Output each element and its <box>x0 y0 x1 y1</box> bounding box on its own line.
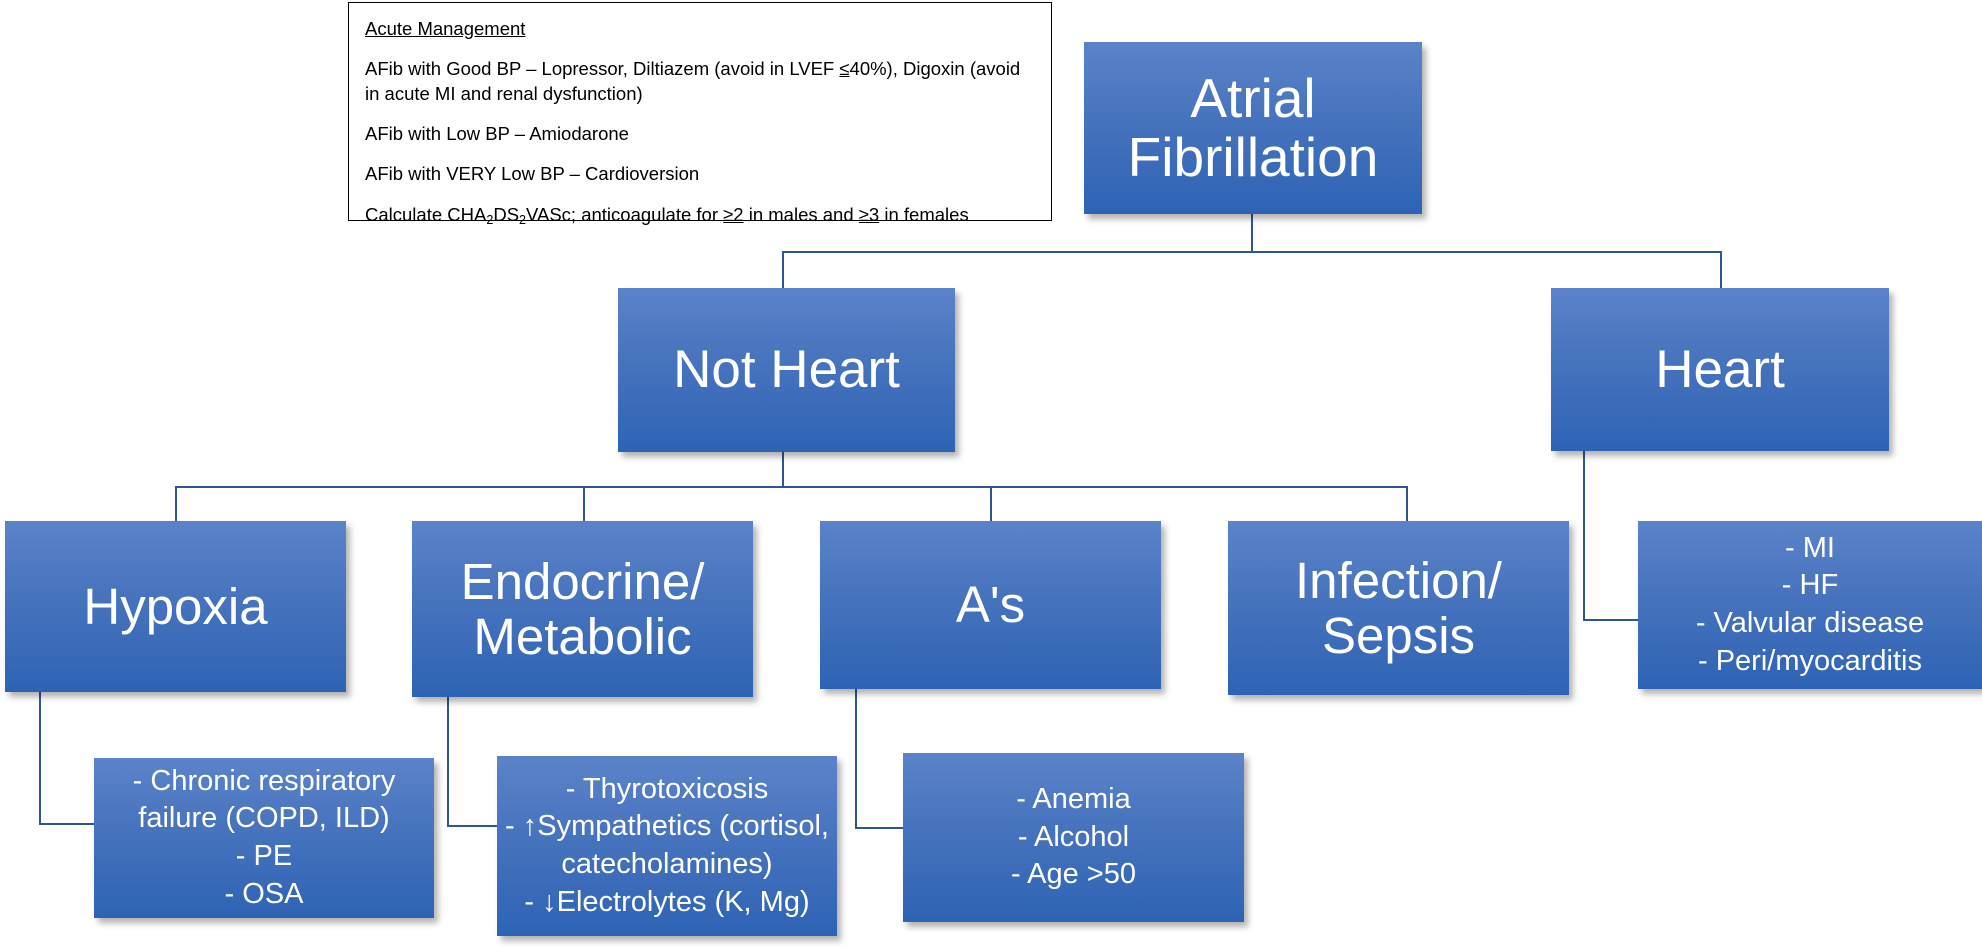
note-line-chadsvasc: Calculate CHA2DS2VASc; anticoagulate for… <box>365 203 1035 228</box>
node-not-heart[interactable]: Not Heart <box>618 288 955 452</box>
connector-bus-to-not-heart <box>782 251 785 290</box>
acute-management-note: Acute Management AFib with Good BP – Lop… <box>348 2 1052 227</box>
note-line4-part-c: VASc; anticoagulate for <box>526 203 724 225</box>
connector-not-heart-bus <box>175 486 1408 489</box>
note-line-very-low-bp: AFib with VERY Low BP – Cardioversion <box>365 163 700 185</box>
node-heart[interactable]: Heart <box>1551 288 1889 451</box>
note-line4-threshold-males: ≥2 <box>723 203 744 225</box>
connector-bus-to-endocrine <box>583 486 586 521</box>
connector-bus-to-as <box>990 486 993 521</box>
connector-hypoxia-down <box>39 692 42 825</box>
node-hypoxia-detail[interactable]: - Chronic respiratory failure (COPD, ILD… <box>94 758 434 918</box>
connector-as-down <box>855 689 858 829</box>
connector-hypoxia-to-detail <box>39 823 95 826</box>
connector-bus-to-hypoxia <box>175 486 178 521</box>
note-line4-part-e: in females <box>879 203 969 225</box>
node-endocrine-metabolic[interactable]: Endocrine/ Metabolic <box>412 521 753 697</box>
note-line1-inequality: ≤ <box>839 58 850 80</box>
connector-heart-to-detail <box>1583 619 1638 622</box>
node-as-detail[interactable]: - Anemia - Alcohol - Age >50 <box>903 753 1244 922</box>
note-line4-threshold-females: ≥3 <box>858 203 880 225</box>
connector-endocrine-to-detail <box>447 825 498 828</box>
node-atrial-fibrillation[interactable]: Atrial Fibrillation <box>1084 42 1422 214</box>
connector-root-down <box>1251 213 1254 252</box>
connector-not-heart-down <box>782 452 785 487</box>
node-hypoxia[interactable]: Hypoxia <box>5 521 346 692</box>
node-infection-sepsis[interactable]: Infection/ Sepsis <box>1228 521 1569 695</box>
connector-bus-to-infection <box>1406 486 1409 521</box>
node-heart-detail[interactable]: - MI - HF - Valvular disease - Peri/myoc… <box>1638 521 1982 689</box>
note-line1-part-a: AFib with Good BP – Lopressor, Diltiazem… <box>365 58 840 80</box>
note-line-good-bp: AFib with Good BP – Lopressor, Diltiazem… <box>365 57 1035 106</box>
node-endocrine-detail[interactable]: - Thyrotoxicosis - ↑Sympathetics (cortis… <box>497 756 837 936</box>
note-line-low-bp: AFib with Low BP – Amiodarone <box>365 122 629 144</box>
connector-root-bus <box>782 251 1722 254</box>
connector-heart-down <box>1583 451 1586 621</box>
note-line4-subscript-2: 2 <box>519 213 527 228</box>
note-line4-subscript-1: 2 <box>486 213 494 228</box>
note-title: Acute Management <box>365 18 526 39</box>
connector-as-to-detail <box>855 827 904 830</box>
connector-endocrine-down <box>447 697 450 827</box>
note-line1-part-b: 40%), Digoxin (avoid in acute MI and ren… <box>365 58 1021 104</box>
note-line4-part-b: DS <box>493 203 520 225</box>
note-line4-part-a: Calculate CHA <box>365 203 487 225</box>
connector-bus-to-heart <box>1720 251 1723 290</box>
note-line4-part-d: in males and <box>743 203 859 225</box>
node-as[interactable]: A's <box>820 521 1161 689</box>
